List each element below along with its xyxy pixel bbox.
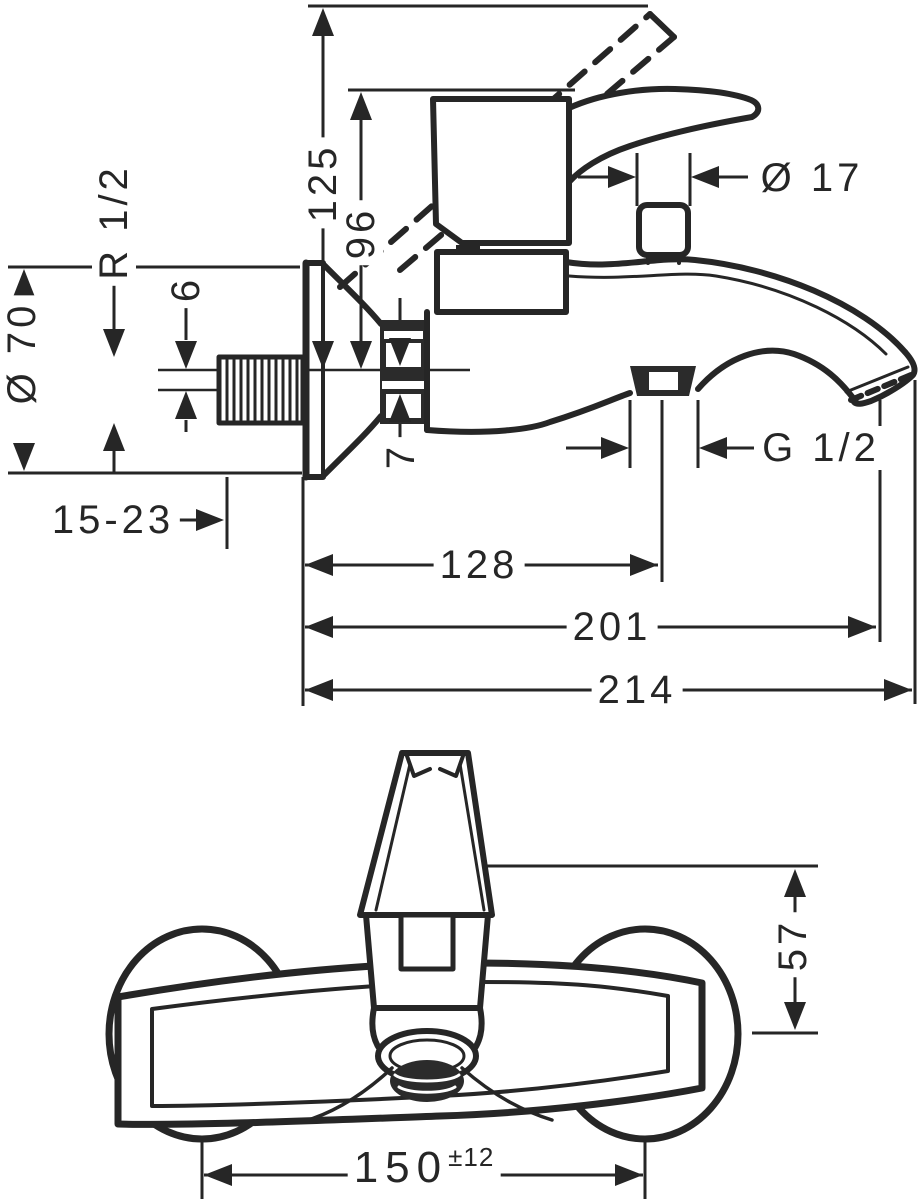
handle-lever: [430, 85, 762, 253]
side-view-faucet: [216, 11, 918, 481]
dim-label-hose-reach: 128: [433, 543, 525, 587]
dim-label-eccentric-offset: 6: [164, 269, 208, 309]
dim-label-inlet-thread: R 1/2: [92, 158, 136, 286]
spout: [563, 256, 918, 407]
union-nut-ring: [380, 320, 427, 424]
escutcheon: [302, 259, 384, 481]
front-view-arrows: [204, 869, 806, 1186]
hose-connector: [630, 366, 696, 396]
dim-label-spout-reach: 201: [566, 605, 658, 649]
handle-front: [357, 750, 495, 1011]
dim-label-handle-height: 96: [339, 200, 383, 266]
dim-label-connection-tolerance: ±12: [448, 1142, 495, 1172]
dim-label-height-above-axis: 57: [771, 912, 815, 978]
dim-label-connection-centers-value: 150: [353, 1143, 449, 1192]
mixer-body: [424, 249, 633, 435]
dim-label-ring-offset: 7: [379, 436, 423, 476]
threaded-inlet-pipe: [216, 354, 306, 426]
dim-label-knob-diameter: Ø 17: [754, 156, 870, 200]
dim-label-hose-thread: G 1/2: [756, 426, 886, 470]
dim-label-escutcheon-diameter: Ø 70: [0, 295, 44, 411]
side-view-arrows: [13, 8, 912, 701]
dim-label-overall-reach: 214: [591, 668, 683, 712]
spout-front: [300, 1005, 554, 1124]
dim-label-connection-centers: 150±12: [347, 1142, 501, 1192]
front-view-faucet: [105, 750, 742, 1143]
diverter-knob: [636, 202, 691, 265]
dim-label-wall-distance: 15-23: [45, 498, 181, 542]
